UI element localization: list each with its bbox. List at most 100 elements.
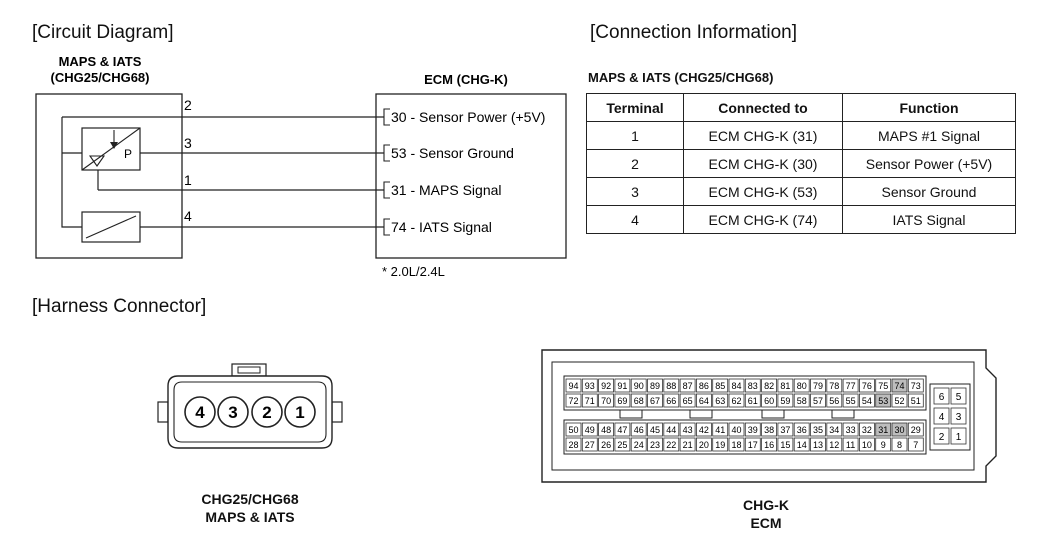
ecm-terminal-label: 7 (913, 440, 918, 450)
ecm-terminal-label: 45 (650, 425, 660, 435)
ecm-terminal-cell (598, 437, 614, 452)
ecm-terminal-label: 25 (617, 440, 627, 450)
ecm-terminal-cell (679, 437, 696, 452)
ecm-terminal-label: 77 (846, 381, 856, 391)
connector-inner-shell (173, 381, 327, 443)
ecm-terminal-label: 48 (601, 425, 611, 435)
ecm-terminal-cell (826, 437, 843, 452)
ecm-terminal-label: 32 (862, 425, 872, 435)
ecm-terminal-cell (565, 437, 582, 452)
ecm-terminal-cell (663, 378, 680, 393)
ecm-small-terminal-cell (933, 387, 950, 405)
ecm-terminal-label: 85 (715, 381, 725, 391)
ecm-terminal-cell (793, 437, 810, 452)
ecm-terminal-bracket (383, 181, 390, 199)
pin-label: 1 (184, 172, 192, 188)
ecm-terminal-cell (695, 437, 712, 452)
ecm-terminal-label: 36 (797, 425, 807, 435)
ecm-terminal-label: 9 (881, 440, 886, 450)
ecm-pin-label: 53 - Sensor Ground (391, 145, 514, 161)
table-cell: 2 (586, 149, 684, 178)
ecm-key (831, 409, 855, 419)
ecm-terminal-label: 14 (797, 440, 807, 450)
ecm-terminal-label: 15 (780, 440, 790, 450)
ecm-terminal-label: 8 (897, 440, 902, 450)
ecm-terminal-cell (761, 378, 778, 393)
ecm-terminal-label: 92 (601, 381, 611, 391)
connector-pin (184, 396, 216, 428)
component-box (35, 93, 183, 259)
ecm-terminal-cell (630, 393, 647, 408)
ecm-terminal-cell (679, 393, 696, 408)
ecm-pin-label: 74 - IATS Signal (391, 219, 492, 235)
ecm-terminal-label: 21 (683, 440, 693, 450)
ecm-terminal-cell (679, 378, 696, 393)
ecm-terminal-label: 82 (764, 381, 774, 391)
ecm-terminal-label: 58 (797, 396, 807, 406)
ecm-terminal-label: 43 (683, 425, 693, 435)
ecm-terminal-cell (712, 378, 729, 393)
ecm-terminal-cell (907, 437, 924, 452)
ecm-terminal-cell (663, 393, 680, 408)
ecm-terminal-label: 86 (699, 381, 709, 391)
ecm-terminal-label: 39 (748, 425, 758, 435)
ecm-terminal-cell (728, 393, 745, 408)
sensor-diagonal (81, 127, 141, 171)
ecm-terminal-cell (728, 422, 745, 437)
ecm-terminal-cell (598, 378, 614, 393)
ecm-terminal-label: 83 (748, 381, 758, 391)
ecm-terminal-label: 71 (585, 396, 595, 406)
ecm-terminal-cell (712, 393, 729, 408)
ecm-pin-label: 31 - MAPS Signal (391, 182, 502, 198)
ecm-terminal-label: 63 (715, 396, 725, 406)
ecm-terminal-cell (826, 378, 843, 393)
component-name: MAPS & IATS (59, 54, 142, 69)
ecm-terminal-label: 47 (617, 425, 627, 435)
ecm-key (619, 409, 643, 419)
ecm-terminal-label: 22 (666, 440, 676, 450)
ecm-terminal-cell (810, 393, 826, 408)
ecm-small-terminal-label: 6 (939, 392, 945, 403)
ecm-terminal-label: 56 (829, 396, 839, 406)
ecm-terminal-cell (858, 437, 875, 452)
ecm-terminal-cell (647, 437, 663, 452)
ecm-terminal-label: 72 (568, 396, 578, 406)
ecm-terminal-label: 44 (666, 425, 676, 435)
ecm-terminal-label: 65 (683, 396, 693, 406)
ecm-connector-inner (551, 361, 975, 471)
ecm-terminal-cell (565, 378, 582, 393)
ecm-terminal-cell (826, 393, 843, 408)
ecm-small-terminal-cell (933, 407, 950, 425)
ecm-terminal-cell (744, 437, 761, 452)
ecm-terminal-label: 12 (829, 440, 839, 450)
connector-pin-label: 1 (295, 403, 304, 422)
ecm-upper-block (563, 375, 927, 411)
ecm-terminal-cell (793, 393, 810, 408)
connector-pin-label: 3 (228, 403, 237, 422)
ecm-terminal-cell (891, 437, 908, 452)
ecm-terminal-cell (679, 422, 696, 437)
ecm-terminal-cell (614, 422, 631, 437)
sensor-arrowhead-icon (110, 142, 118, 149)
table-cell: MAPS #1 Signal (842, 121, 1016, 150)
ecm-terminal-label: 73 (911, 381, 921, 391)
connector-pin (284, 396, 316, 428)
ecm-terminal-label: 53 (878, 396, 888, 406)
ecm-terminal-label: 66 (666, 396, 676, 406)
ecm-terminal-cell (581, 437, 598, 452)
ecm-terminal-label: 78 (829, 381, 839, 391)
ecm-terminal-label: 23 (650, 440, 660, 450)
ecm-terminal-label: 41 (715, 425, 725, 435)
table-cell: 3 (586, 177, 684, 206)
ecm-terminal-label: 26 (601, 440, 611, 450)
ecm-terminal-label: 79 (813, 381, 823, 391)
ecm-terminal-cell (761, 393, 778, 408)
ecm-terminal-cell (875, 437, 892, 452)
ecm-terminal-cell (565, 422, 582, 437)
ecm-terminal-cell (744, 378, 761, 393)
ecm-small-terminal-label: 5 (956, 392, 962, 403)
table-cell: 1 (586, 121, 684, 150)
pin-label: 4 (184, 208, 192, 224)
ecm-terminal-label: 67 (650, 396, 660, 406)
table-cell: ECM CHG-K (53) (683, 177, 843, 206)
